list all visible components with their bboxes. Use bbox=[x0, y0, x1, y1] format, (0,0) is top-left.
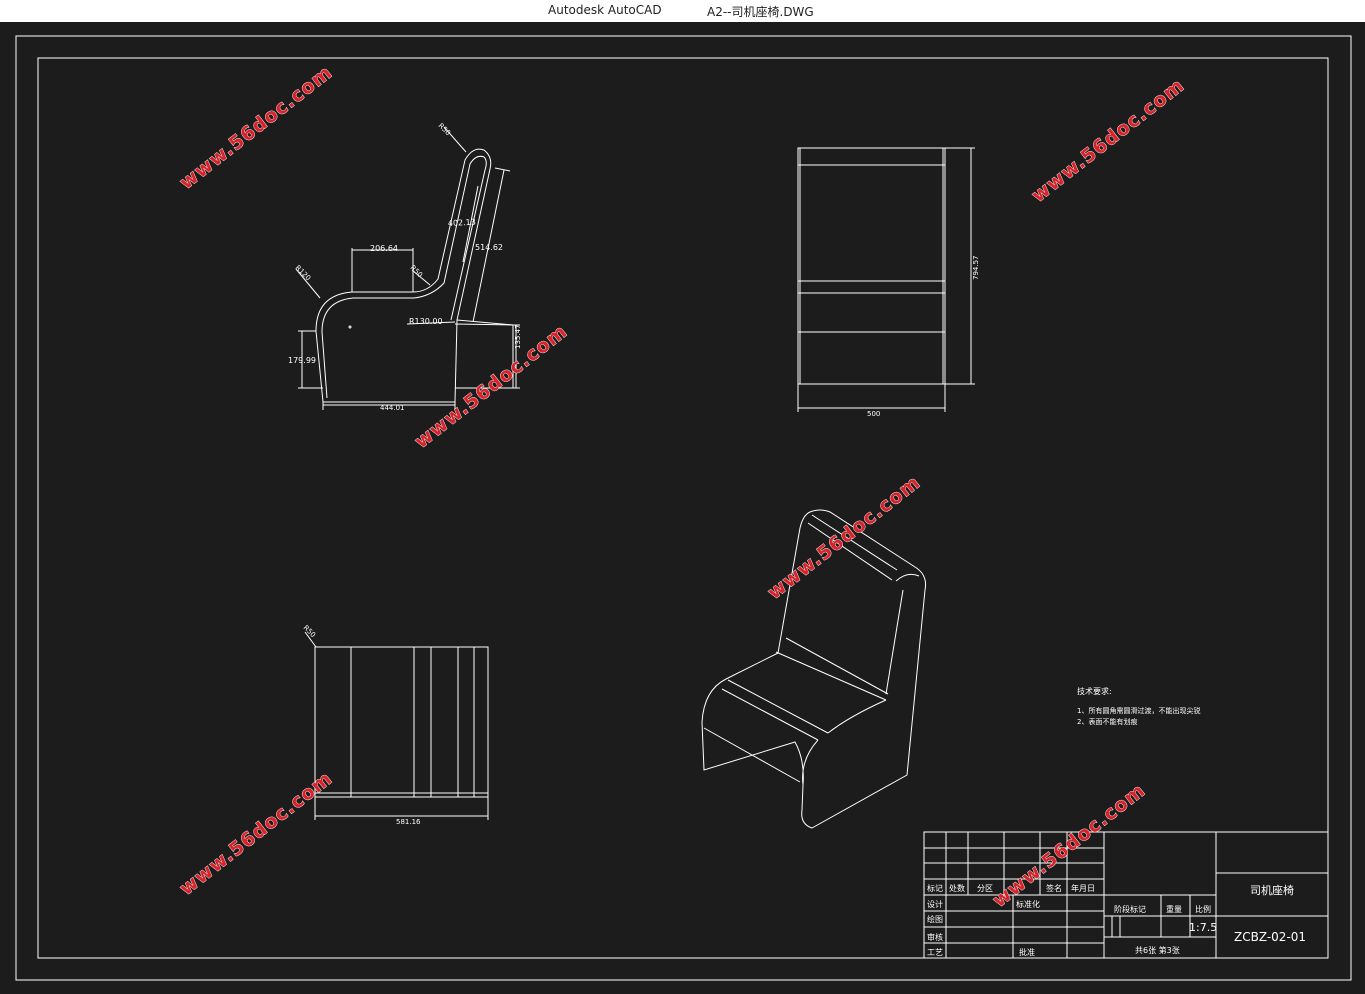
top-view bbox=[304, 631, 489, 820]
dim-side-back-length: 514.62 bbox=[475, 243, 503, 252]
dim-side-seat-radius: R130.00 bbox=[409, 317, 443, 326]
dim-front-height: 794.57 bbox=[972, 256, 980, 281]
dim-side-top-radius: R50 bbox=[437, 122, 452, 137]
tb-design: 设计 bbox=[927, 899, 943, 909]
tb-weight: 重量 bbox=[1166, 904, 1182, 914]
document-name: A2--司机座椅.DWG bbox=[707, 5, 814, 19]
inner-frame bbox=[37, 57, 1329, 959]
notes-line-2: 2、表面不能有划痕 bbox=[1077, 717, 1137, 726]
tb-approve: 批准 bbox=[1019, 947, 1035, 957]
app-name: Autodesk AutoCAD bbox=[548, 3, 662, 17]
dim-side-top-width: 206.64 bbox=[370, 244, 398, 253]
tb-review: 审核 bbox=[927, 932, 943, 942]
dim-side-base-height: 135.47 bbox=[514, 325, 522, 350]
front-view bbox=[797, 147, 975, 412]
tb-drawing: 绘图 bbox=[927, 914, 943, 924]
dim-side-base-width: 444.01 bbox=[380, 404, 405, 412]
dimension-labels: 206.64 402.13 514.62 R50 R120 R50 R130.0… bbox=[288, 122, 980, 826]
tb-sign: 签名 bbox=[1046, 883, 1062, 893]
side-view bbox=[295, 126, 520, 410]
title-block bbox=[923, 831, 1329, 959]
tb-drawing-no: ZCBZ-02-01 bbox=[1234, 930, 1306, 944]
drawing-svg: 206.64 402.13 514.62 R50 R120 R50 R130.0… bbox=[15, 35, 1352, 981]
dim-side-knee-radius: R50 bbox=[409, 264, 424, 279]
drawing-canvas[interactable]: 206.64 402.13 514.62 R50 R120 R50 R130.0… bbox=[0, 22, 1365, 994]
title-block-text: 标记 处数 分区 签名 年月日 设计 标准化 绘图 审核 工艺 批准 阶段标记 … bbox=[927, 883, 1306, 957]
notes-line-1: 1、所有圆角需圆滑过渡，不能出现尖锐 bbox=[1077, 706, 1200, 715]
tb-process: 工艺 bbox=[927, 948, 943, 957]
notes-title: 技术要求: bbox=[1077, 686, 1112, 696]
dim-side-back-height: 402.13 bbox=[448, 218, 476, 228]
isometric-view bbox=[701, 509, 926, 829]
tb-sheets: 共6张 第3张 bbox=[1135, 945, 1180, 955]
tb-stage-mark: 阶段标记 bbox=[1114, 904, 1146, 914]
tb-scale-value: 1:7.5 bbox=[1189, 921, 1217, 934]
tb-zone: 分区 bbox=[977, 884, 993, 893]
watermark-4: www.56doc.com bbox=[764, 471, 925, 604]
technical-notes: 技术要求: 1、所有圆角需圆滑过渡，不能出现尖锐 2、表面不能有划痕 bbox=[1077, 686, 1200, 726]
watermark-6: www.56doc.com bbox=[989, 779, 1150, 912]
watermark-1: www.56doc.com bbox=[176, 61, 337, 194]
tb-part-name: 司机座椅 bbox=[1250, 883, 1294, 897]
watermarks: www.56doc.com www.56doc.com www.56doc.co… bbox=[175, 61, 1189, 912]
dim-top-radius: R50 bbox=[302, 624, 317, 639]
watermark-3: www.56doc.com bbox=[411, 320, 572, 453]
dim-front-width: 500 bbox=[867, 410, 880, 418]
watermark-2: www.56doc.com bbox=[1028, 74, 1189, 207]
tb-date: 年月日 bbox=[1071, 883, 1095, 893]
tb-standardize: 标准化 bbox=[1016, 899, 1040, 909]
watermark-5: www.56doc.com bbox=[176, 767, 337, 900]
dim-side-front-height: 179.99 bbox=[288, 356, 316, 365]
dim-top-width: 581.16 bbox=[396, 818, 421, 826]
dim-side-front-radius: R120 bbox=[294, 264, 313, 283]
title-bar: Autodesk AutoCAD A2--司机座椅.DWG bbox=[0, 0, 1365, 23]
tb-mark: 标记 bbox=[927, 883, 943, 893]
outer-frame bbox=[15, 35, 1352, 981]
tb-count: 处数 bbox=[949, 883, 965, 893]
tb-scale-label: 比例 bbox=[1195, 904, 1211, 914]
